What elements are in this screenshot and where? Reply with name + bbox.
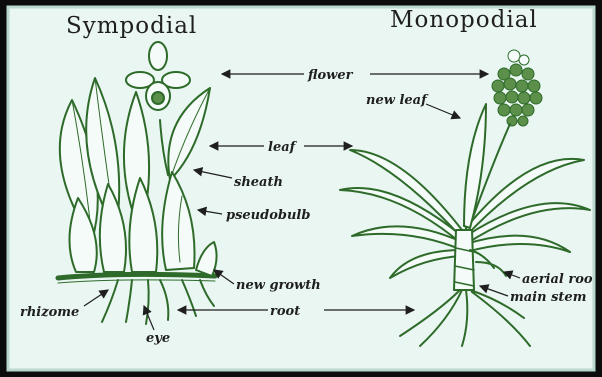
label-eye: eye <box>146 331 170 346</box>
label-leaf: leaf <box>268 140 298 155</box>
label-pseudobulb: pseudobulb <box>226 208 310 223</box>
label-rhizome: rhizome <box>20 305 79 320</box>
heading-sympodial: Sympodial <box>66 13 197 39</box>
monopodial-main-stem <box>454 230 474 290</box>
label-main-stem: main stem <box>510 290 586 305</box>
heading-monopodial: Monopodial <box>390 7 538 33</box>
label-new-leaf: new leaf <box>366 93 429 108</box>
label-aerial-root: aerial roo <box>522 272 593 287</box>
label-sheath: sheath <box>234 175 283 190</box>
label-flower: flower <box>307 68 354 83</box>
label-new-growth: new growth <box>236 278 321 293</box>
label-root: root <box>270 304 300 319</box>
